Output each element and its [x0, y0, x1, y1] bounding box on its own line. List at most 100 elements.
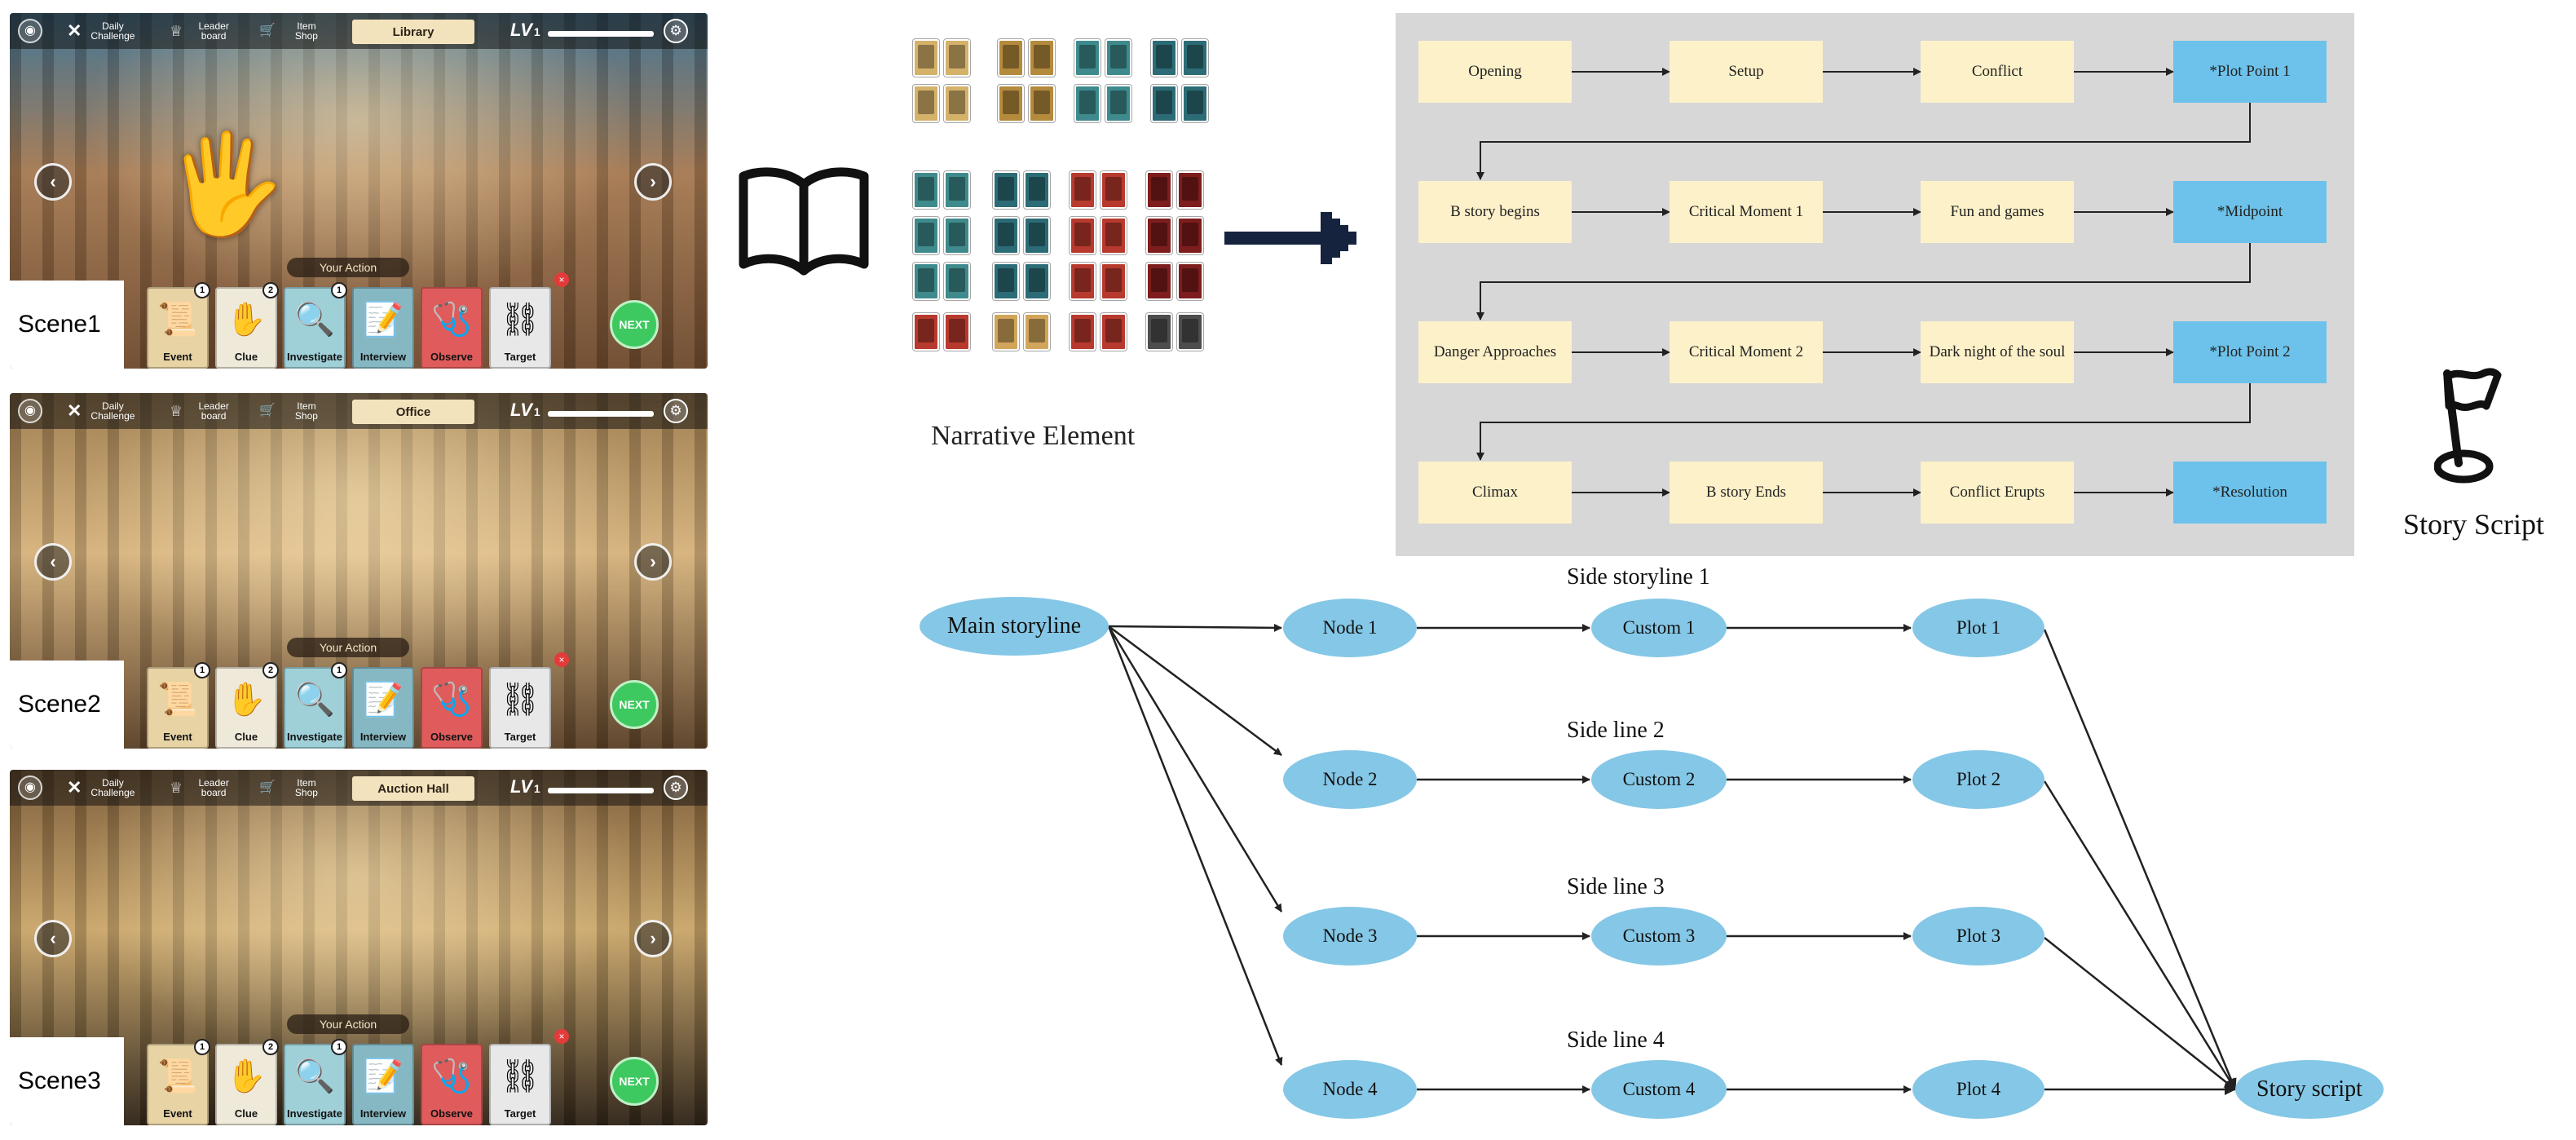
cart-icon: 🛒 — [259, 24, 276, 38]
item-shop-button[interactable]: 🛒 Item Shop — [259, 18, 333, 44]
prev-scene-button[interactable]: ‹ — [34, 163, 72, 201]
leaderboard-button[interactable]: ♕ Leader board — [170, 398, 240, 424]
open-book-icon — [739, 167, 869, 276]
graph-edge — [2043, 780, 2237, 1090]
graph-edge — [1107, 625, 1283, 912]
action-card-target[interactable]: ⛓ Target — [489, 1044, 551, 1125]
daily-challenge-button[interactable]: ✕ Daily Challenge — [67, 398, 139, 424]
story-script-label: Story Script — [2403, 508, 2545, 541]
story-node: Node 3 — [1283, 907, 1417, 965]
location-tab: Library — [352, 20, 474, 44]
count-badge: 1 — [331, 282, 347, 298]
settings-button[interactable]: ⚙ — [664, 399, 688, 423]
notepad-icon: 📝 — [363, 682, 404, 718]
daily-challenge-button[interactable]: ✕ Daily Challenge — [67, 18, 139, 44]
cart-icon: 🛒 — [259, 780, 276, 794]
item-shop-button[interactable]: 🛒 Item Shop — [259, 398, 333, 424]
narrative-card — [993, 313, 1019, 351]
next-scene-button[interactable]: › — [634, 163, 672, 201]
action-card-target[interactable]: ⛓ Target — [489, 667, 551, 749]
plot-box: Danger Approaches — [1418, 321, 1572, 383]
narrative-card — [1024, 171, 1050, 209]
narrative-card — [1024, 217, 1050, 254]
narrative-card — [913, 39, 939, 77]
close-x-icon: ✕ — [67, 777, 82, 798]
action-card-target[interactable]: ⛓ Target — [489, 287, 551, 369]
plot-box: Climax — [1418, 462, 1572, 524]
graph-edge — [1107, 625, 1283, 1066]
leaderboard-button[interactable]: ♕ Leader board — [170, 18, 240, 44]
prev-scene-button[interactable]: ‹ — [34, 543, 72, 581]
next-scene-button[interactable]: › — [634, 543, 672, 581]
settings-button[interactable]: ⚙ — [664, 19, 688, 43]
back-button[interactable]: ◉ — [18, 398, 42, 424]
scene-label: Scene1 — [10, 281, 124, 369]
daily-challenge-button[interactable]: ✕ Daily Challenge — [67, 775, 139, 801]
narrative-card — [944, 85, 970, 122]
handcuffs-icon: ⛓ — [499, 302, 541, 338]
action-card-observe[interactable]: 🩺 Observe — [421, 667, 483, 749]
narrative-card — [993, 171, 1019, 209]
handcuffs-icon: ⛓ — [499, 1058, 541, 1094]
narrative-card — [1146, 171, 1172, 209]
custom-node: Custom 1 — [1591, 599, 1727, 657]
close-action-button[interactable]: × — [554, 1029, 569, 1044]
leaderboard-button[interactable]: ♕ Leader board — [170, 775, 240, 801]
narrative-card — [1146, 313, 1172, 351]
narrative-card — [1182, 39, 1208, 77]
magnifier-icon: 🔍 — [294, 302, 335, 338]
leaderboard-label: Leader board — [198, 400, 229, 422]
narrative-card — [1024, 263, 1050, 300]
next-button[interactable]: NEXT — [610, 300, 659, 349]
story-node: Node 2 — [1283, 750, 1417, 809]
action-card-label: Event — [163, 731, 192, 743]
plot-box: Fun and games — [1921, 181, 2074, 243]
action-card-interview[interactable]: 📝 Interview — [352, 1044, 414, 1125]
plot-box: Critical Moment 1 — [1670, 181, 1823, 243]
action-card-observe[interactable]: 🩺 Observe — [421, 1044, 483, 1125]
trophy-icon: ♕ — [170, 780, 183, 796]
your-action-label: Your Action — [287, 638, 409, 657]
back-button[interactable]: ◉ — [18, 18, 42, 44]
next-scene-button[interactable]: › — [634, 920, 672, 957]
action-card-interview[interactable]: 📝 Interview — [352, 287, 414, 369]
back-icon: ◉ — [18, 775, 42, 800]
game-panel-auction: ◉ ✕ Daily Challenge ♕ Leader board 🛒 Ite… — [10, 770, 708, 1125]
narrative-card — [998, 39, 1024, 77]
next-button[interactable]: NEXT — [610, 1057, 659, 1106]
prev-scene-button[interactable]: ‹ — [34, 920, 72, 957]
action-card-label: Observe — [430, 1107, 474, 1120]
action-card-observe[interactable]: 🩺 Observe — [421, 287, 483, 369]
plot-box: Conflict Erupts — [1921, 462, 2074, 524]
custom-node: Custom 4 — [1591, 1060, 1727, 1119]
count-badge: 2 — [262, 282, 279, 298]
narrative-card — [993, 217, 1019, 254]
close-action-button[interactable]: × — [554, 272, 569, 287]
plot-box: *Midpoint — [2173, 181, 2327, 243]
action-card-label: Observe — [430, 731, 474, 743]
action-card-interview[interactable]: 📝 Interview — [352, 667, 414, 749]
level-progress-bar — [548, 788, 654, 793]
count-badge: 1 — [194, 282, 210, 298]
close-icon: × — [558, 1031, 565, 1042]
settings-button[interactable]: ⚙ — [664, 775, 688, 800]
leaderboard-label: Leader board — [198, 20, 229, 42]
narrative-card — [1029, 39, 1055, 77]
narrative-card — [944, 39, 970, 77]
close-action-button[interactable]: × — [554, 652, 569, 667]
back-button[interactable]: ◉ — [18, 775, 42, 801]
item-shop-button[interactable]: 🛒 Item Shop — [259, 775, 333, 801]
next-button[interactable]: NEXT — [610, 680, 659, 729]
action-card-label: Observe — [430, 351, 474, 363]
action-card-label: Interview — [359, 1107, 407, 1120]
